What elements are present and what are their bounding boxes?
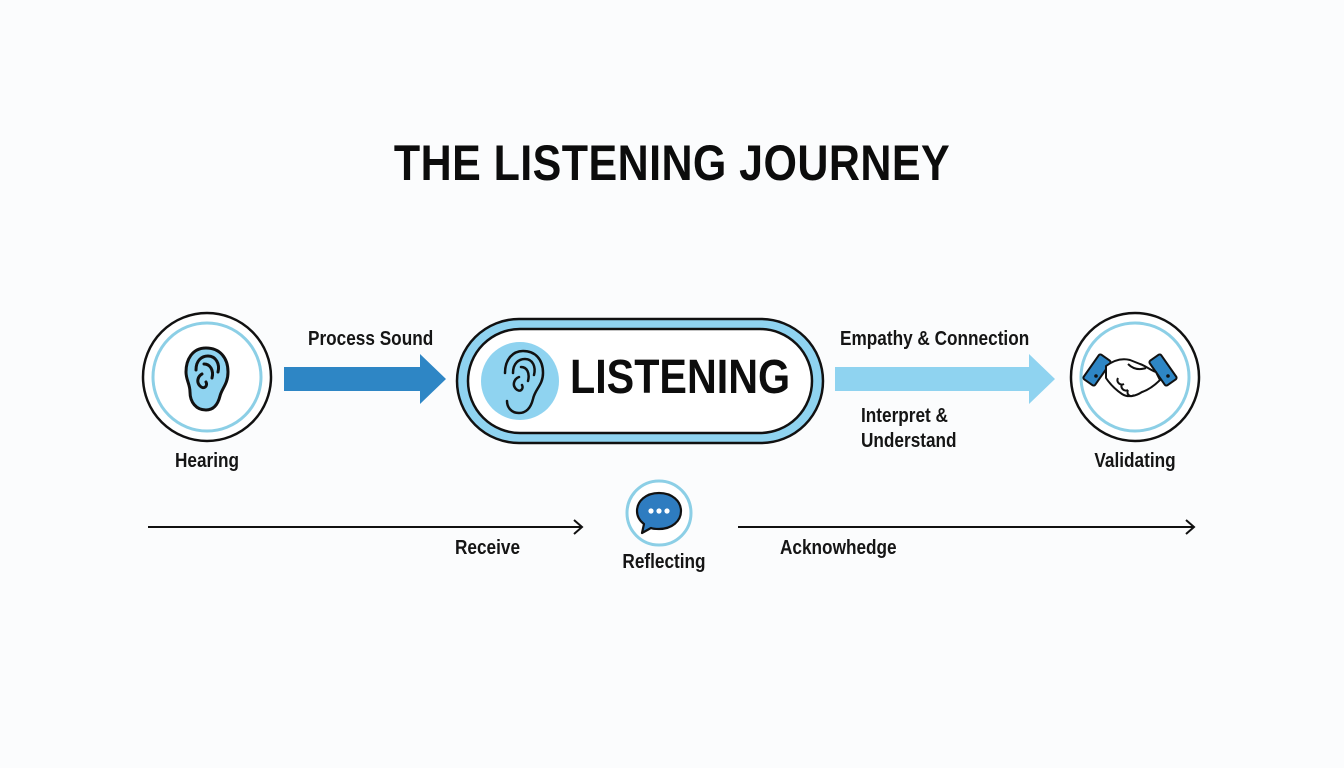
interpret-label-line1: Interpret & [861,405,948,427]
receive-label: Receive [455,537,521,559]
reflecting-label: Reflecting [622,551,706,573]
ear-icon [184,346,230,412]
validating-node [1069,311,1201,443]
ear-icon [503,349,545,415]
reflecting-node [625,479,693,547]
process-sound-label: Process Sound [308,328,434,350]
handshake-icon [1082,353,1178,398]
speech-bubble-icon [635,491,683,535]
page-title: THE LISTENING JOURNEY [393,135,951,191]
validating-label: Validating [1094,450,1176,472]
empathy-connection-label: Empathy & Connection [840,328,1030,350]
process-sound-arrow [284,354,446,404]
empathy-arrow [835,354,1055,404]
hearing-label: Hearing [174,450,240,472]
listening-pill [455,317,825,445]
acknowledge-timeline-arrow [738,519,1196,535]
listening-label: LISTENING [570,351,791,404]
acknowledge-label: Acknowhedge [780,537,897,559]
hearing-node [141,311,273,443]
interpret-label-line2: Understand [861,430,957,452]
receive-timeline-arrow [148,519,584,535]
